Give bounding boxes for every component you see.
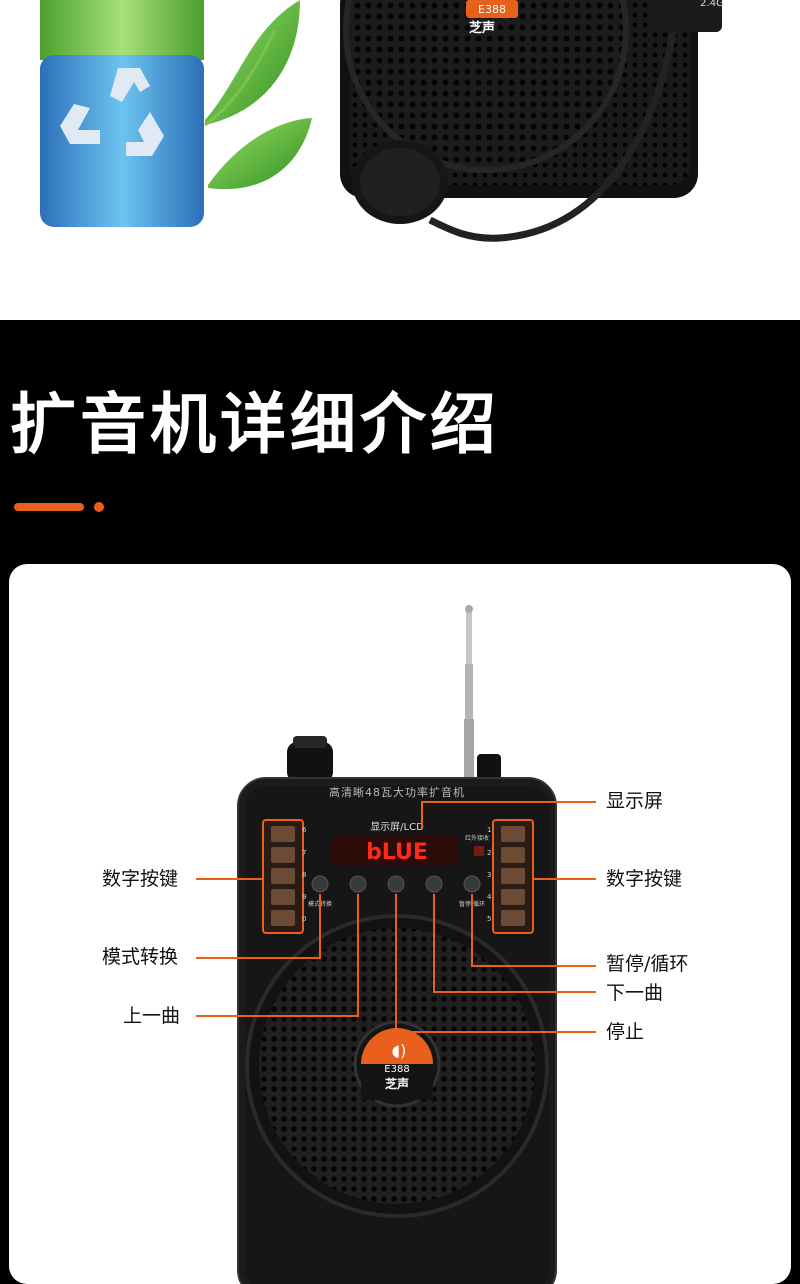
top-device-brand: 芝声 xyxy=(469,20,495,36)
prev-button[interactable] xyxy=(349,875,367,893)
right-number-key-strip xyxy=(492,819,534,934)
mic-tag: 2.4G xyxy=(700,0,724,9)
callout-number-keys-right: 数字按键 xyxy=(606,868,683,890)
mode-button[interactable] xyxy=(311,875,329,893)
speaker-sound-icon: ◖) xyxy=(392,1041,407,1060)
battery-icon xyxy=(40,0,204,227)
volume-knob-icon xyxy=(287,736,333,782)
top-product-banner: E388 芝声 2.4G xyxy=(0,0,800,320)
key-num-9: 9 xyxy=(302,893,306,901)
key-num-4: 4 xyxy=(487,893,492,901)
callout-number-keys-left: 数字按键 xyxy=(102,868,179,890)
key-num-6: 6 xyxy=(302,826,307,834)
section-title: 扩音机详细介绍 xyxy=(10,386,500,463)
led-display-text: bLUE xyxy=(366,840,428,865)
key-num-8: 8 xyxy=(302,871,306,879)
title-accent-bar xyxy=(14,503,84,511)
badge-brand: 芝声 xyxy=(385,1076,409,1091)
key-num-1: 1 xyxy=(487,826,491,834)
callout-pause: 暂停/循环 xyxy=(606,953,689,975)
key-num-0: 0 xyxy=(302,915,306,923)
key-num-7: 7 xyxy=(302,849,306,857)
top-product-illustration: E388 芝声 2.4G xyxy=(40,0,724,242)
left-number-key-strip xyxy=(262,819,304,934)
headset-mic-icon: 2.4G xyxy=(352,0,724,242)
ir-label: 红外接收 xyxy=(465,834,489,842)
badge-model: E388 xyxy=(384,1064,409,1075)
top-device-badge: E388 xyxy=(478,3,506,16)
leaf-icon xyxy=(204,0,312,190)
callout-stop: 停止 xyxy=(606,1021,645,1043)
next-button[interactable] xyxy=(425,875,443,893)
callout-mode: 模式转换 xyxy=(102,946,179,968)
stop-button[interactable] xyxy=(387,875,405,893)
callout-lines xyxy=(196,801,596,1033)
callout-prev: 上一曲 xyxy=(123,1005,181,1027)
title-accent-dot xyxy=(94,502,104,512)
antenna-icon xyxy=(464,605,501,780)
key-num-2: 2 xyxy=(487,849,491,857)
callout-next: 下一曲 xyxy=(606,982,664,1004)
device-front-illustration: 高清晰48瓦大功率扩音机 6 7 8 9 0 1 2 3 4 5 显 xyxy=(196,605,596,1284)
device-detail-card: 高清晰48瓦大功率扩音机 6 7 8 9 0 1 2 3 4 5 显 xyxy=(9,564,791,1284)
screen-label: 显示屏/LCD xyxy=(370,821,424,833)
led-display xyxy=(332,836,458,866)
speaker-top-icon: E388 芝声 xyxy=(340,0,698,198)
brand-badge: ◖) xyxy=(353,1020,441,1108)
pause-button[interactable] xyxy=(463,875,481,893)
device-top-label: 高清晰48瓦大功率扩音机 xyxy=(329,785,465,799)
callout-display: 显示屏 xyxy=(606,790,664,812)
key-num-5: 5 xyxy=(487,915,491,923)
key-num-3: 3 xyxy=(487,871,491,879)
ir-sensor xyxy=(474,846,484,856)
